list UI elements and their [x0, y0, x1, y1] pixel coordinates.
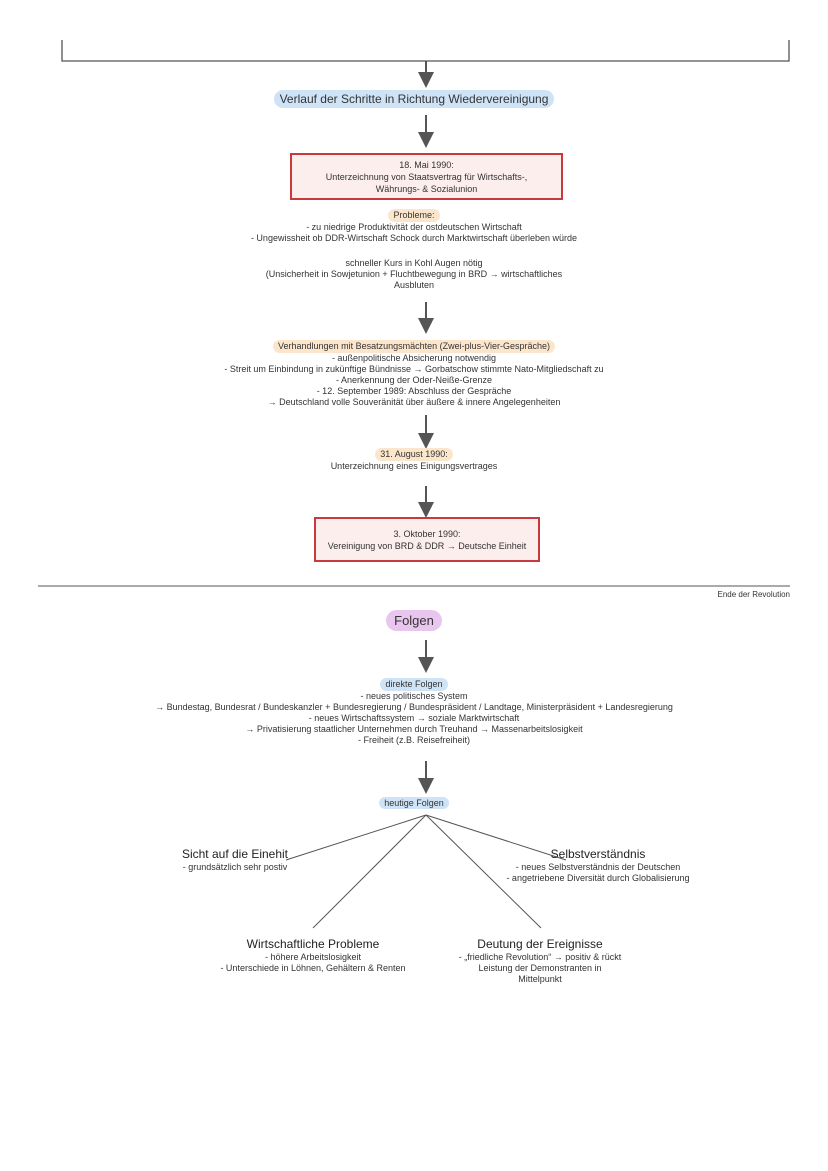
direkte-line-2: → Bundestag, Bundesrat / Bundeskanzler +… [155, 702, 673, 712]
top-bracket [61, 40, 790, 62]
direkte-folgen-label: direkte Folgen [380, 678, 448, 691]
step-box-18-mai: 18. Mai 1990: Unterzeichnung von Staatsv… [290, 153, 563, 200]
branch-deutung-line-1: - „friedliche Revolution“ → positiv & rü… [458, 952, 622, 962]
verhandlungen-line-5: → Deutschland volle Souveränität über äu… [267, 397, 561, 407]
probleme-extra-line-2: (Unsicherheit in Sowjetunion + Fluchtbew… [265, 269, 563, 279]
branch-wirtschaft-line-1: - höhere Arbeitslosigkeit [264, 952, 362, 962]
step-box-3-oktober: 3. Oktober 1990: Vereinigung von BRD & D… [314, 517, 540, 562]
august-label: 31. August 1990: [375, 448, 453, 461]
august-line-1: Unterzeichnung eines Einigungsvertrages [330, 461, 498, 471]
end-label: Ende der Revolution [717, 590, 791, 599]
direkte-line-5: - Freiheit (z.B. Reisefreiheit) [357, 735, 471, 745]
branch-selbst-title: Selbstverständnis [550, 847, 646, 861]
direkte-folgen-block: direkte Folgen - neues politisches Syste… [0, 678, 828, 746]
branch-line-wirtschaft [312, 814, 427, 929]
flow-title: Verlauf der Schritte in Richtung Wiederv… [273, 90, 555, 108]
verhandlungen-line-4: - 12. September 1989: Abschluss der Gesp… [316, 386, 512, 396]
step-1-line-1: 18. Mai 1990: [399, 159, 454, 170]
step-1-line-3: Währungs- & Sozialunion [375, 183, 478, 194]
folgen-title-wrap: Folgen [0, 610, 828, 631]
probleme-line-2: - Ungewissheit ob DDR-Wirtschaft Schock … [250, 233, 578, 243]
direkte-line-1: - neues politisches System [360, 691, 468, 701]
direkte-line-3: - neues Wirtschaftssystem → soziale Mark… [308, 713, 520, 723]
heutige-folgen-wrap: heutige Folgen [0, 797, 828, 809]
branch-wirtschaft: Wirtschaftliche Probleme - höhere Arbeit… [208, 937, 418, 974]
probleme-label: Probleme: [388, 209, 440, 222]
branch-wirtschaft-line-2: - Unterschiede in Löhnen, Gehältern & Re… [220, 963, 406, 973]
probleme-extra-block: schneller Kurs in Kohl Augen nötig (Unsi… [0, 258, 828, 291]
probleme-extra-line-1: schneller Kurs in Kohl Augen nötig [345, 258, 483, 268]
heutige-folgen-label: heutige Folgen [379, 797, 449, 809]
branch-deutung: Deutung der Ereignisse - „friedliche Rev… [450, 937, 630, 985]
branch-line-sicht [285, 814, 427, 861]
branch-line-selbst [425, 814, 567, 861]
direkte-line-4: → Privatisierung staatlicher Unternehmen… [245, 724, 583, 734]
august-block: 31. August 1990: Unterzeichnung eines Ei… [0, 448, 828, 472]
folgen-title: Folgen [386, 610, 442, 631]
branch-wirtschaft-title: Wirtschaftliche Probleme [246, 937, 380, 951]
branch-line-deutung [425, 814, 542, 929]
branch-selbst-line-2: - angetriebene Diversität durch Globalis… [506, 873, 690, 883]
probleme-extra-line-3: Ausbluten [393, 280, 435, 290]
step-1-line-2: Unterzeichnung von Staatsvertrag für Wir… [325, 171, 528, 182]
probleme-line-1: - zu niedrige Produktivität der ostdeuts… [306, 222, 522, 232]
branch-selbst: Selbstverständnis - neues Selbstverständ… [503, 847, 693, 884]
verhandlungen-line-3: - Anerkennung der Oder-Neiße-Grenze [335, 375, 493, 385]
branch-deutung-line-3: Mittelpunkt [518, 974, 562, 984]
branch-sicht-line-1: - grundsätzlich sehr postiv [182, 862, 288, 872]
branch-deutung-line-2: Leistung der Demonstranten in [478, 963, 602, 973]
verhandlungen-line-2: - Streit um Einbindung in zukünftige Bün… [224, 364, 604, 374]
verhandlungen-line-1: - außenpolitische Absicherung notwendig [331, 353, 497, 363]
verhandlungen-label: Verhandlungen mit Besatzungsmächten (Zwe… [273, 340, 555, 353]
flow-title-wrap: Verlauf der Schritte in Richtung Wiederv… [0, 90, 828, 108]
step-final-line-1: 3. Oktober 1990: [393, 528, 461, 539]
probleme-block: Probleme: - zu niedrige Produktivität de… [0, 209, 828, 244]
branch-sicht: Sicht auf die Einehit - grundsätzlich se… [150, 847, 320, 873]
verhandlungen-block: Verhandlungen mit Besatzungsmächten (Zwe… [0, 340, 828, 408]
step-final-line-2: Vereinigung von BRD & DDR → Deutsche Ein… [327, 540, 527, 551]
branch-sicht-title: Sicht auf die Einehit [181, 847, 289, 861]
branch-selbst-line-1: - neues Selbstverständnis der Deutschen [515, 862, 681, 872]
branch-deutung-title: Deutung der Ereignisse [477, 937, 603, 951]
